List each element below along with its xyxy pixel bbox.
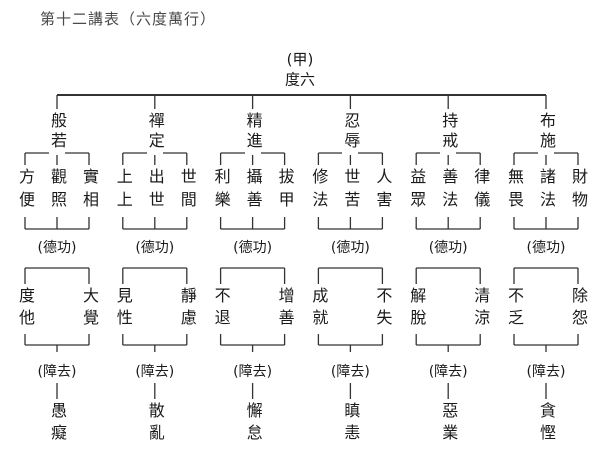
obstacle-heading: (障去) bbox=[524, 364, 568, 380]
practice-label: 上上 bbox=[114, 165, 133, 217]
practice-label: 拔甲 bbox=[276, 165, 295, 217]
merit-heading: (德功) bbox=[524, 240, 568, 256]
practice-label: 實相 bbox=[80, 165, 99, 217]
perfection-name: 忍辱 bbox=[341, 109, 360, 155]
obstacle-label: 散亂 bbox=[146, 399, 165, 449]
merit-label: 成就 bbox=[309, 284, 328, 334]
perfection-name: 持戒 bbox=[439, 109, 458, 155]
practice-label: 人害 bbox=[373, 165, 392, 217]
merit-heading: (德功) bbox=[426, 240, 470, 256]
merit-label: 靜慮 bbox=[178, 284, 197, 334]
practice-label: 財物 bbox=[569, 165, 588, 217]
merit-heading: (德功) bbox=[231, 240, 275, 256]
merit-heading: (德功) bbox=[133, 240, 177, 256]
merit-label: 度他 bbox=[16, 284, 35, 334]
merit-label: 解脫 bbox=[407, 284, 426, 334]
practice-label: 無畏 bbox=[505, 165, 524, 217]
obstacle-heading: (障去) bbox=[231, 364, 275, 380]
practice-label: 觀照 bbox=[48, 165, 67, 217]
merit-label: 不乏 bbox=[505, 284, 524, 334]
practice-label: 益眾 bbox=[407, 165, 426, 217]
merit-heading: (德功) bbox=[328, 240, 372, 256]
obstacle-label: 懈怠 bbox=[244, 399, 263, 449]
obstacle-heading: (障去) bbox=[35, 364, 79, 380]
practice-label: 律儀 bbox=[471, 165, 490, 217]
practice-label: 世間 bbox=[178, 165, 197, 217]
merit-label: 除怨 bbox=[569, 284, 588, 334]
merit-label: 見性 bbox=[114, 284, 133, 334]
obstacle-label: 貪慳 bbox=[537, 399, 556, 449]
obstacle-heading: (障去) bbox=[328, 364, 372, 380]
practice-label: 方便 bbox=[16, 165, 35, 217]
merit-label: 清涼 bbox=[471, 284, 490, 334]
obstacle-label: 瞋恚 bbox=[341, 399, 360, 449]
obstacle-label: 愚癡 bbox=[48, 399, 67, 449]
perfection-name: 精進 bbox=[244, 109, 263, 155]
perfection-name: 般若 bbox=[48, 109, 67, 155]
page-title: 第十二講表（六度萬行） bbox=[40, 10, 217, 28]
practice-label: 修法 bbox=[309, 165, 328, 217]
obstacle-label: 惡業 bbox=[439, 399, 458, 449]
merit-label: 大覺 bbox=[80, 284, 99, 334]
root-label: 度六 bbox=[284, 70, 316, 89]
practice-label: 出世 bbox=[146, 165, 165, 217]
merit-label: 不退 bbox=[212, 284, 231, 334]
practice-label: 攝善 bbox=[244, 165, 263, 217]
root-marker: (甲) bbox=[286, 50, 314, 69]
practice-label: 諸法 bbox=[537, 165, 556, 217]
merit-label: 增善 bbox=[276, 284, 295, 334]
obstacle-heading: (障去) bbox=[426, 364, 470, 380]
perfection-name: 布施 bbox=[537, 109, 556, 155]
practice-label: 世苦 bbox=[341, 165, 360, 217]
practice-label: 利樂 bbox=[212, 165, 231, 217]
practice-label: 善法 bbox=[439, 165, 458, 217]
merit-heading: (德功) bbox=[35, 240, 79, 256]
perfection-name: 禪定 bbox=[146, 109, 165, 155]
obstacle-heading: (障去) bbox=[133, 364, 177, 380]
merit-label: 不失 bbox=[373, 284, 392, 334]
